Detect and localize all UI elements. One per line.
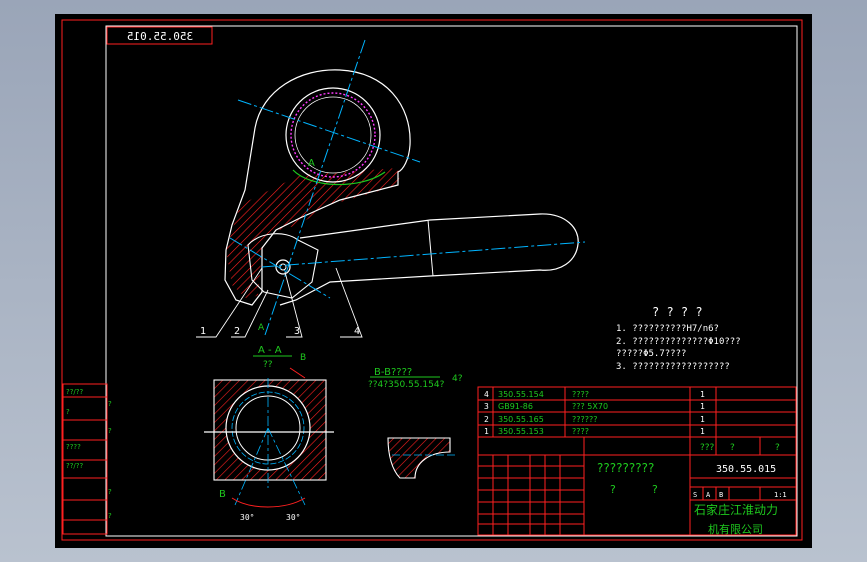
stamp-text-1: ? bbox=[108, 400, 112, 408]
section-mark-a: A bbox=[308, 158, 315, 169]
part-code-2: 350.55.165 bbox=[498, 415, 544, 424]
section-b-b-view: B-B???? ??4?350.55.154? 4? bbox=[368, 367, 463, 479]
section-a-title: A - A bbox=[258, 345, 282, 356]
section-hatch-main bbox=[226, 168, 400, 300]
leader-label-3: 3 bbox=[294, 326, 300, 337]
tech-req-3: 3. ?????????????????? bbox=[616, 362, 730, 372]
pin-boss bbox=[247, 233, 319, 299]
stamp-text-4: ??/?? bbox=[66, 462, 84, 470]
rocker-body-outline bbox=[224, 69, 411, 306]
main-view-rocker-arm: A A 1 2 3 4 bbox=[196, 39, 586, 338]
view-mark-b: B bbox=[219, 489, 226, 500]
stamp-text-3: ???? bbox=[66, 443, 81, 451]
tb-drawing-no: 350.55.015 bbox=[716, 464, 776, 475]
tech-req-2b: ?????Φ5.7???? bbox=[616, 349, 686, 359]
angle-label-left: 30° bbox=[240, 513, 254, 522]
section-a-arrow bbox=[289, 367, 306, 379]
parts-list: 4 350.55.154 ???? 1 3 GB91-86 ??? 5X70 1… bbox=[477, 386, 797, 438]
leader-label-4: 4 bbox=[354, 326, 360, 337]
stamp-text-7: ? bbox=[108, 512, 112, 520]
leader-1 bbox=[196, 267, 263, 338]
handle-joint-line bbox=[427, 219, 434, 277]
tb-part-sub-1: ? bbox=[652, 483, 658, 496]
left-stamp-table: ??/?? ? ? ???? ??/?? ? ? ? bbox=[62, 383, 112, 535]
tb-mark-2: ? bbox=[775, 443, 780, 453]
outer-frame bbox=[61, 19, 803, 541]
part-no-2: 2 bbox=[484, 415, 489, 424]
part-name-2: ?????? bbox=[572, 415, 597, 424]
leader-label-2: 2 bbox=[234, 326, 240, 337]
handle-outline bbox=[279, 213, 579, 306]
leader-label-1: 1 bbox=[200, 326, 206, 337]
part-no-1: 1 bbox=[484, 427, 489, 436]
spline-root bbox=[294, 96, 372, 174]
section-a-mark-b: B bbox=[300, 353, 306, 363]
angle-label-right: 30° bbox=[286, 513, 300, 522]
part-code-1: 350.55.153 bbox=[498, 427, 544, 436]
tb-stage-a: A bbox=[706, 491, 711, 499]
tb-company-1: 石家庄江淮动力 bbox=[694, 502, 778, 517]
mirrored-code-box: 350.55.015 bbox=[106, 26, 213, 45]
stamp-text-5: ? bbox=[108, 427, 112, 435]
section-b-title: B-B???? bbox=[374, 367, 412, 378]
tech-req-1: 1. ??????????H7/n6? bbox=[616, 324, 719, 334]
tb-scale: 1:1 bbox=[774, 491, 787, 499]
part-name-1: ???? bbox=[572, 427, 589, 436]
stamp-text-2: ? bbox=[66, 408, 70, 416]
inner-border bbox=[105, 25, 798, 537]
drawing-viewport[interactable] bbox=[55, 14, 812, 548]
centerline-hub-b bbox=[264, 39, 366, 336]
centerline-pin bbox=[229, 237, 331, 299]
tech-req-heading: ? ? ? ? bbox=[652, 305, 703, 319]
tb-stage-b: B bbox=[719, 491, 723, 499]
section-b-tail: 4? bbox=[452, 374, 463, 384]
spline-teeth bbox=[290, 92, 376, 178]
centerline-hub-a bbox=[237, 99, 421, 163]
part-qty-3: 1 bbox=[700, 402, 705, 411]
title-block: ??? ? ? ????????? ? ? 350.55.015 S A B 1… bbox=[477, 436, 797, 536]
part-qty-1: 1 bbox=[700, 427, 705, 436]
hub-arc bbox=[292, 169, 386, 186]
pin-hole-inner bbox=[279, 263, 287, 271]
tb-mark-1: ? bbox=[730, 443, 735, 453]
part-code-4: 350.55.154 bbox=[498, 390, 544, 399]
tb-company-2: 机有限公司 bbox=[708, 522, 763, 536]
leader-2 bbox=[231, 289, 269, 338]
angle-arc bbox=[231, 497, 306, 508]
section-b-shape bbox=[387, 437, 451, 479]
tb-part-sub-0: ? bbox=[610, 483, 616, 496]
section-a-a-view: A - A ?? B 30° 30° B bbox=[204, 345, 334, 522]
leader-4 bbox=[335, 267, 363, 338]
section-a-sub: ?? bbox=[263, 360, 273, 370]
part-code-3: GB91-86 bbox=[498, 402, 533, 411]
hub-bore bbox=[285, 87, 381, 183]
tb-part-name: ????????? bbox=[597, 461, 654, 475]
part-qty-4: 1 bbox=[700, 390, 705, 399]
part-name-3: ??? 5X70 bbox=[572, 402, 608, 411]
part-no-4: 4 bbox=[484, 390, 489, 399]
part-no-3: 3 bbox=[484, 402, 489, 411]
technical-requirements: ? ? ? ? 1. ??????????H7/n6? 2. ?????????… bbox=[616, 305, 741, 372]
drawing-code-mirrored: 350.55.015 bbox=[127, 30, 193, 43]
stamp-text-6: ? bbox=[108, 488, 112, 496]
leader-3 bbox=[284, 271, 303, 338]
tech-req-2: 2. ??????????????Φ10??? bbox=[616, 337, 741, 347]
part-qty-2: 1 bbox=[700, 415, 705, 424]
section-b-sub: ??4?350.55.154? bbox=[368, 380, 445, 390]
part-name-4: ???? bbox=[572, 390, 589, 399]
tb-mark-0: ??? bbox=[700, 443, 715, 453]
stamp-text-0: ??/?? bbox=[66, 388, 84, 396]
tb-stage-s: S bbox=[693, 491, 697, 499]
pin-hole bbox=[275, 259, 291, 275]
section-mark-a-lower: A bbox=[258, 323, 265, 333]
centerline-handle bbox=[261, 241, 586, 268]
